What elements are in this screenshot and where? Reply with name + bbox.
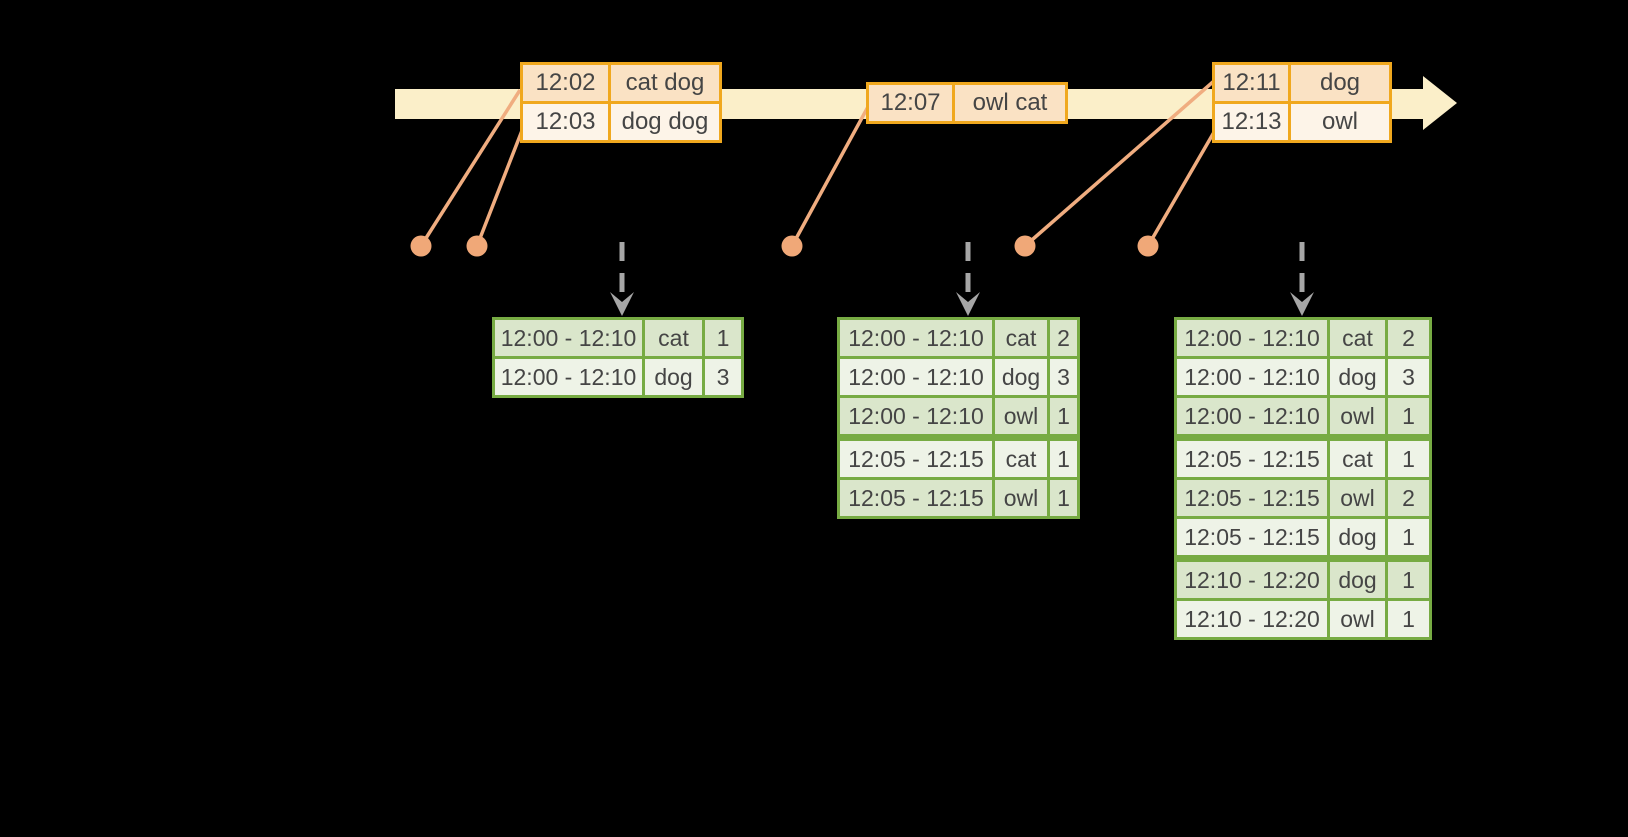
count-cell: 1 xyxy=(702,320,741,356)
word-cell: owl xyxy=(1327,398,1385,434)
count-cell: 1 xyxy=(1385,398,1429,434)
event-table-1202: 12:02 cat dog 12:03 dog dog xyxy=(520,62,722,143)
result-row: 12:00 - 12:10 cat 2 xyxy=(1177,320,1429,356)
window-cell: 12:00 - 12:10 xyxy=(840,359,992,395)
window-cell: 12:00 - 12:10 xyxy=(1177,359,1327,395)
event-time: 12:11 xyxy=(1215,65,1288,101)
word-cell: dog xyxy=(1327,359,1385,395)
word-cell: dog xyxy=(992,359,1047,395)
window-cell: 12:00 - 12:10 xyxy=(1177,398,1327,434)
count-cell: 2 xyxy=(1385,480,1429,516)
result-row: 12:00 - 12:10 dog 3 xyxy=(840,356,1077,395)
result-row: 12:00 - 12:10 cat 1 xyxy=(495,320,741,356)
result-table-2: 12:00 - 12:10 cat 2 12:00 - 12:10 dog 3 … xyxy=(837,317,1080,519)
result-row: 12:00 - 12:10 dog 3 xyxy=(495,356,741,395)
count-cell: 1 xyxy=(1047,480,1077,516)
count-cell: 1 xyxy=(1385,519,1429,555)
event-dot xyxy=(1014,235,1036,257)
event-time: 12:07 xyxy=(869,85,952,121)
result-row: 12:00 - 12:10 owl 1 xyxy=(840,395,1077,434)
event-time: 12:02 xyxy=(523,65,608,101)
word-cell: dog xyxy=(1327,562,1385,598)
result-row: 12:10 - 12:20 dog 1 xyxy=(1177,555,1429,598)
event-words: dog dog xyxy=(608,104,719,140)
word-cell: owl xyxy=(1327,601,1385,637)
event-words: owl cat xyxy=(952,85,1065,121)
count-cell: 3 xyxy=(702,359,741,395)
result-row: 12:00 - 12:10 cat 2 xyxy=(840,320,1077,356)
event-connector-line xyxy=(419,89,522,247)
event-time: 12:03 xyxy=(523,104,608,140)
timeline-arrowhead-icon xyxy=(1423,76,1457,130)
event-connector-line xyxy=(1146,126,1219,247)
word-cell: owl xyxy=(992,480,1047,516)
window-cell: 12:05 - 12:15 xyxy=(1177,519,1327,555)
count-cell: 3 xyxy=(1385,359,1429,395)
window-cell: 12:10 - 12:20 xyxy=(1177,601,1327,637)
word-cell: owl xyxy=(992,398,1047,434)
result-table-1: 12:00 - 12:10 cat 1 12:00 - 12:10 dog 3 xyxy=(492,317,744,398)
event-table-1211: 12:11 dog 12:13 owl xyxy=(1212,62,1392,143)
down-arrow-icon xyxy=(1290,292,1314,316)
count-cell: 2 xyxy=(1385,320,1429,356)
event-connector-line xyxy=(475,127,525,247)
window-cell: 12:10 - 12:20 xyxy=(1177,562,1327,598)
result-table-3: 12:00 - 12:10 cat 2 12:00 - 12:10 dog 3 … xyxy=(1174,317,1432,640)
word-cell: dog xyxy=(1327,519,1385,555)
window-cell: 12:05 - 12:15 xyxy=(840,480,992,516)
result-row: 12:00 - 12:10 dog 3 xyxy=(1177,356,1429,395)
window-cell: 12:00 - 12:10 xyxy=(1177,320,1327,356)
result-row: 12:05 - 12:15 dog 1 xyxy=(1177,516,1429,555)
event-time: 12:13 xyxy=(1215,104,1288,140)
result-row: 12:05 - 12:15 cat 1 xyxy=(1177,434,1429,477)
window-cell: 12:05 - 12:15 xyxy=(1177,480,1327,516)
count-cell: 1 xyxy=(1385,562,1429,598)
result-row: 12:05 - 12:15 cat 1 xyxy=(840,434,1077,477)
event-dot xyxy=(466,235,488,257)
word-cell: cat xyxy=(1327,441,1385,477)
event-dot xyxy=(410,235,432,257)
result-row: 12:10 - 12:20 owl 1 xyxy=(1177,598,1429,637)
window-cell: 12:05 - 12:15 xyxy=(1177,441,1327,477)
event-words: owl xyxy=(1288,104,1389,140)
word-cell: cat xyxy=(1327,320,1385,356)
word-cell: owl xyxy=(1327,480,1385,516)
result-row: 12:05 - 12:15 owl 2 xyxy=(1177,477,1429,516)
window-cell: 12:00 - 12:10 xyxy=(840,320,992,356)
event-connector-line xyxy=(790,104,871,247)
event-connector-line xyxy=(1023,79,1216,248)
count-cell: 1 xyxy=(1385,601,1429,637)
word-cell: cat xyxy=(992,441,1047,477)
window-cell: 12:00 - 12:10 xyxy=(495,320,642,356)
window-cell: 12:05 - 12:15 xyxy=(840,441,992,477)
count-cell: 1 xyxy=(1047,398,1077,434)
event-words: dog xyxy=(1288,65,1389,101)
count-cell: 3 xyxy=(1047,359,1077,395)
down-arrow-icon xyxy=(956,292,980,316)
event-row: 12:07 owl cat xyxy=(869,85,1065,121)
word-cell: cat xyxy=(642,320,702,356)
word-cell: dog xyxy=(642,359,702,395)
count-cell: 1 xyxy=(1385,441,1429,477)
event-row: 12:02 cat dog xyxy=(523,65,719,101)
window-cell: 12:00 - 12:10 xyxy=(840,398,992,434)
result-row: 12:00 - 12:10 owl 1 xyxy=(1177,395,1429,434)
down-arrow-icon xyxy=(610,292,634,316)
window-cell: 12:00 - 12:10 xyxy=(495,359,642,395)
event-dot xyxy=(1137,235,1159,257)
word-cell: cat xyxy=(992,320,1047,356)
event-words: cat dog xyxy=(608,65,719,101)
count-cell: 2 xyxy=(1047,320,1077,356)
result-row: 12:05 - 12:15 owl 1 xyxy=(840,477,1077,516)
event-row: 12:11 dog xyxy=(1215,65,1389,101)
event-table-1207: 12:07 owl cat xyxy=(866,82,1068,124)
event-dot xyxy=(781,235,803,257)
count-cell: 1 xyxy=(1047,441,1077,477)
event-row: 12:13 owl xyxy=(1215,101,1389,140)
event-row: 12:03 dog dog xyxy=(523,101,719,140)
